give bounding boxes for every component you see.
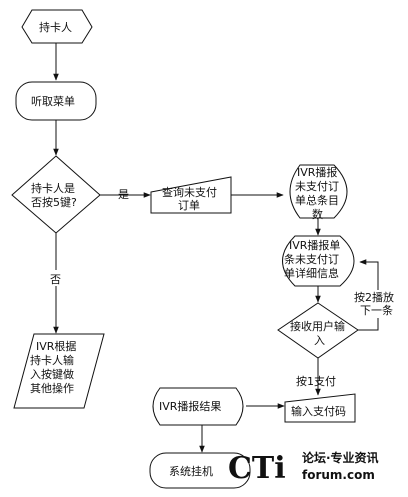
- node-decision-key5: 持卡人是 否按5键?: [11, 155, 101, 234]
- node-ivr-other: IVR根据 持卡人输 入按键做 其他操作: [13, 333, 105, 409]
- node-receive-input: 接收用户输 入: [277, 302, 359, 359]
- edge-label-press1: 按1支付: [296, 374, 336, 388]
- watermark-logo: CTi 论坛·专业资讯 forum.com: [228, 450, 379, 486]
- edge-label-no: 否: [50, 273, 61, 286]
- edge-label-yes: 是: [118, 188, 129, 201]
- svg-text:持卡人: 持卡人: [39, 20, 72, 34]
- svg-text:CTi: CTi: [228, 451, 286, 486]
- node-ivr-result: IVR播报结果: [152, 387, 244, 426]
- node-input-paycode: 输入支付码: [284, 393, 356, 423]
- svg-text:IVR根据 持卡人输 入按键做: IVR根据 持卡人输 入按键做 其他操作: [30, 339, 80, 395]
- node-ivr-detail: IVR播报单 条未支付订 单详细信息: [282, 235, 355, 287]
- edge-label-press2: 按2播放 下一条: [354, 290, 398, 317]
- node-query-unpaid: 查询未支付 订单: [150, 176, 232, 214]
- node-hangup: 系统挂机: [149, 452, 251, 489]
- node-start: 持卡人: [21, 9, 93, 44]
- svg-text:系统挂机: 系统挂机: [169, 464, 213, 478]
- svg-text:论坛·专业资讯: 论坛·专业资讯: [302, 450, 379, 465]
- svg-text:接收用户输 入: 接收用户输 入: [290, 319, 349, 347]
- node-listen-menu: 听取菜单: [15, 81, 97, 121]
- svg-text:IVR播报 未支付订 单总条目: IVR播报 未支付订 单总条目 数: [295, 165, 343, 221]
- svg-text:查询未支付 订单: 查询未支付 订单: [162, 185, 221, 212]
- svg-text:IVR播报单 条未支付订 单详细信息: IVR播报单 条未支付订 单详细信息: [284, 238, 344, 280]
- svg-text:持卡人是 否按5键?: 持卡人是 否按5键?: [31, 181, 79, 209]
- svg-text:输入支付码: 输入支付码: [291, 404, 346, 418]
- svg-text:IVR播报结果: IVR播报结果: [159, 399, 221, 413]
- node-ivr-total: IVR播报 未支付订 单总条目 数: [289, 164, 348, 221]
- svg-text:听取菜单: 听取菜单: [31, 95, 75, 108]
- svg-text:forum.com: forum.com: [302, 468, 375, 482]
